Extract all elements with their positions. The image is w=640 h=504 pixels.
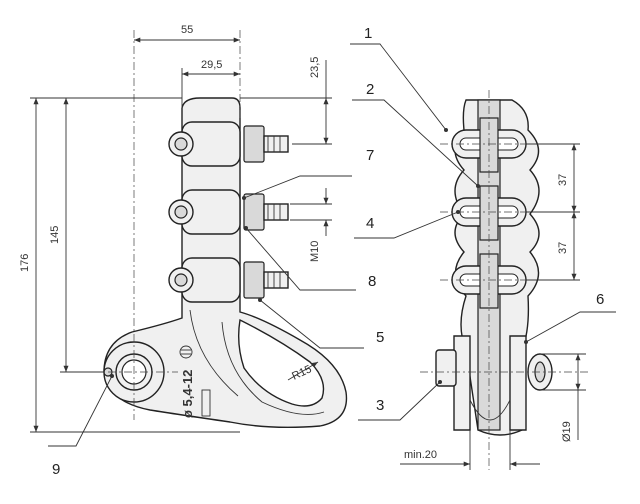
- front-jaw-right: [509, 335, 527, 431]
- bolt-row-2: [168, 189, 289, 235]
- leader-1: [350, 43, 447, 131]
- dim-top-23-5: 23,5: [309, 57, 321, 78]
- stamp-rect: [201, 389, 211, 417]
- callout-8: 8: [368, 273, 376, 290]
- dim-thread-m10: M10: [309, 241, 321, 262]
- leader-9: [48, 375, 113, 447]
- callout-4: 4: [366, 215, 374, 232]
- callout-5: 5: [376, 329, 384, 346]
- body-edge-line: [189, 309, 239, 397]
- leader-8: [245, 227, 356, 291]
- side-view: ø 5,4-12 55 29,5 23,5 M10 176 145 R1: [19, 24, 384, 478]
- front-nut-left: [435, 349, 457, 387]
- leader-3: [358, 381, 441, 421]
- dim-min-20: min.20: [404, 449, 437, 461]
- front-view: 37 37 Ø19 min.20 1 2 4 3 6: [350, 25, 616, 470]
- callout-1: 1: [364, 25, 372, 42]
- dim-pitch-37-a: 37: [557, 174, 569, 186]
- dim-diameter-19: Ø19: [561, 421, 573, 442]
- range-stamp: ø 5,4-12: [180, 370, 195, 418]
- dim-height-176: 176: [19, 254, 31, 272]
- dim-height-145: 145: [49, 226, 61, 244]
- callout-9: 9: [52, 461, 60, 478]
- dim-offset-29-5: 29,5: [201, 59, 222, 71]
- leader-6: [525, 311, 616, 343]
- callout-2: 2: [366, 81, 374, 98]
- leader-4: [354, 211, 459, 239]
- slot-inner-line: [221, 321, 325, 415]
- bolt-row-1: [168, 121, 289, 167]
- leader-5: [259, 299, 364, 349]
- bolt-row-3: [168, 257, 289, 303]
- callout-3: 3: [376, 397, 384, 414]
- leader-7: [243, 175, 352, 199]
- dim-pitch-37-b: 37: [557, 242, 569, 254]
- clamp-slot: [237, 318, 325, 407]
- callout-6: 6: [596, 291, 604, 308]
- ground-mark-icon: [179, 345, 193, 359]
- callout-7: 7: [366, 147, 374, 164]
- dim-width-55: 55: [181, 24, 193, 36]
- leader-2: [352, 99, 479, 187]
